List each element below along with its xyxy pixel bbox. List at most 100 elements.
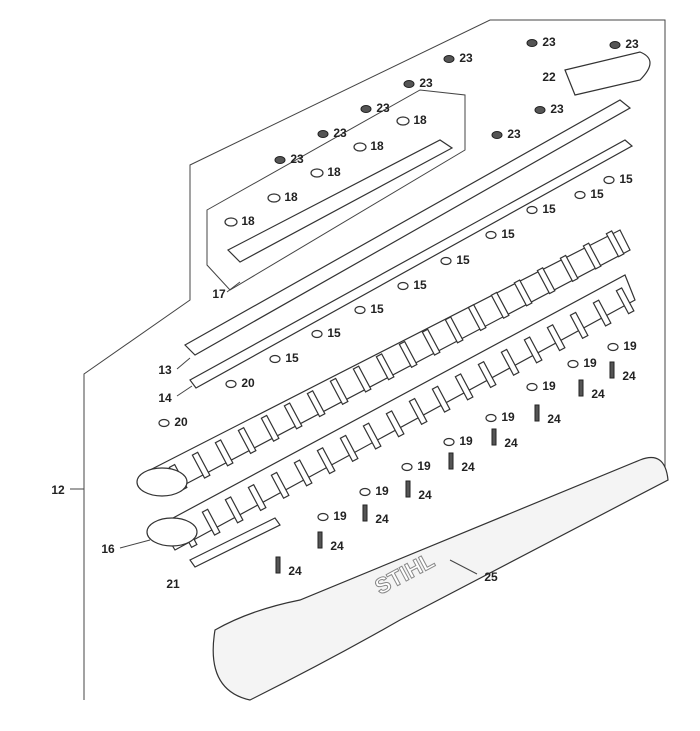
callout-25: 25 <box>484 570 498 584</box>
blade-tooth <box>467 303 487 332</box>
blade-tooth <box>421 328 441 356</box>
callout-19: 19 <box>375 484 389 498</box>
blade-tooth <box>536 266 556 295</box>
callout-19: 19 <box>623 339 637 353</box>
blade-tooth <box>559 254 579 283</box>
gear-ring-upper <box>136 467 188 497</box>
washer-18-icon <box>224 217 238 227</box>
part-15-icon <box>526 205 538 215</box>
hardware <box>158 39 621 574</box>
part-15-icon <box>311 329 323 339</box>
blade-tooth <box>283 402 303 430</box>
screw-24-icon <box>317 531 323 549</box>
screw-24-icon <box>275 556 281 574</box>
callout-18: 18 <box>370 139 384 153</box>
part-19-icon <box>317 512 329 522</box>
blade-group-box <box>206 89 466 291</box>
part-19-icon <box>443 437 455 447</box>
blade-tooth <box>224 496 244 524</box>
blade-tooth <box>490 291 510 319</box>
blade-tooth <box>477 360 497 389</box>
blade-tooth <box>615 287 635 315</box>
end-cap-22 <box>564 51 651 96</box>
part-19-icon <box>401 462 413 472</box>
part-20-icon <box>225 379 237 389</box>
screw-24-icon <box>609 361 615 379</box>
callout-23: 23 <box>376 101 390 115</box>
blade-tooth <box>605 230 625 258</box>
part-15-icon <box>440 256 452 266</box>
screw-24-icon <box>534 404 540 422</box>
blade-tooth <box>270 471 290 499</box>
callout-15: 15 <box>501 227 515 241</box>
screw-24-icon <box>448 452 454 470</box>
blade-tooth <box>339 434 359 463</box>
callout-16: 16 <box>101 542 115 556</box>
callout-14: 14 <box>158 391 172 405</box>
callout-15: 15 <box>456 253 470 267</box>
callout-24: 24 <box>330 539 344 553</box>
callout-23: 23 <box>333 126 347 140</box>
part-19-icon <box>485 413 497 423</box>
part-23-icon <box>534 106 546 114</box>
callout-17: 17 <box>212 287 226 301</box>
callout-23: 23 <box>459 51 473 65</box>
washer-18-icon <box>396 116 410 126</box>
callout-18: 18 <box>327 165 341 179</box>
guide-bar-13 <box>184 99 632 356</box>
callout-15: 15 <box>590 187 604 201</box>
callout-19: 19 <box>542 379 556 393</box>
part-15-icon <box>603 175 615 185</box>
callout-24: 24 <box>418 488 432 502</box>
leader-line <box>176 385 193 397</box>
part-23-icon <box>491 131 503 139</box>
washer-18-icon <box>267 193 281 203</box>
blade-tooth <box>293 459 313 487</box>
part-15-icon <box>574 190 586 200</box>
callout-20: 20 <box>241 376 255 390</box>
callout-24: 24 <box>375 512 389 526</box>
blade-tooth <box>408 397 428 426</box>
blade-tooth <box>329 377 349 406</box>
blade-tooth <box>362 422 382 450</box>
callout-18: 18 <box>413 113 427 127</box>
callout-24: 24 <box>547 412 561 426</box>
strip-14 <box>189 139 634 389</box>
part-15-icon <box>269 354 281 364</box>
blade-tooth <box>260 414 280 442</box>
blade-tooth <box>375 353 395 381</box>
part-23-icon <box>609 41 621 49</box>
blade-tooth <box>191 451 211 479</box>
callout-19: 19 <box>583 356 597 370</box>
blade-tooth <box>214 439 234 467</box>
leader-line <box>176 357 191 370</box>
callout-23: 23 <box>625 37 639 51</box>
part-19-icon <box>567 359 579 369</box>
callout-19: 19 <box>501 410 515 424</box>
callout-15: 15 <box>413 278 427 292</box>
blade-tooth <box>454 373 474 401</box>
blade-tooth <box>385 410 405 438</box>
part-23-icon <box>526 39 538 47</box>
callout-24: 24 <box>591 387 605 401</box>
blade-tooth <box>316 446 336 475</box>
assembly-frame <box>83 19 666 700</box>
part-23-icon <box>360 105 372 113</box>
washer-18-icon <box>353 142 367 152</box>
callout-23: 23 <box>507 127 521 141</box>
blade-tooth <box>523 336 543 364</box>
callout-15: 15 <box>542 202 556 216</box>
blade-clip-17 <box>226 139 454 263</box>
blade-tooth <box>247 483 267 512</box>
part-19-icon <box>526 382 538 392</box>
blade-tooth <box>398 340 418 369</box>
callout-20: 20 <box>174 415 188 429</box>
blade-tooth <box>569 311 589 340</box>
part-15-icon <box>354 305 366 315</box>
callout-24: 24 <box>504 436 518 450</box>
washer-18-icon <box>310 168 324 178</box>
part-19-icon <box>607 342 619 352</box>
blade-tooth <box>444 316 464 344</box>
callout-15: 15 <box>327 326 341 340</box>
